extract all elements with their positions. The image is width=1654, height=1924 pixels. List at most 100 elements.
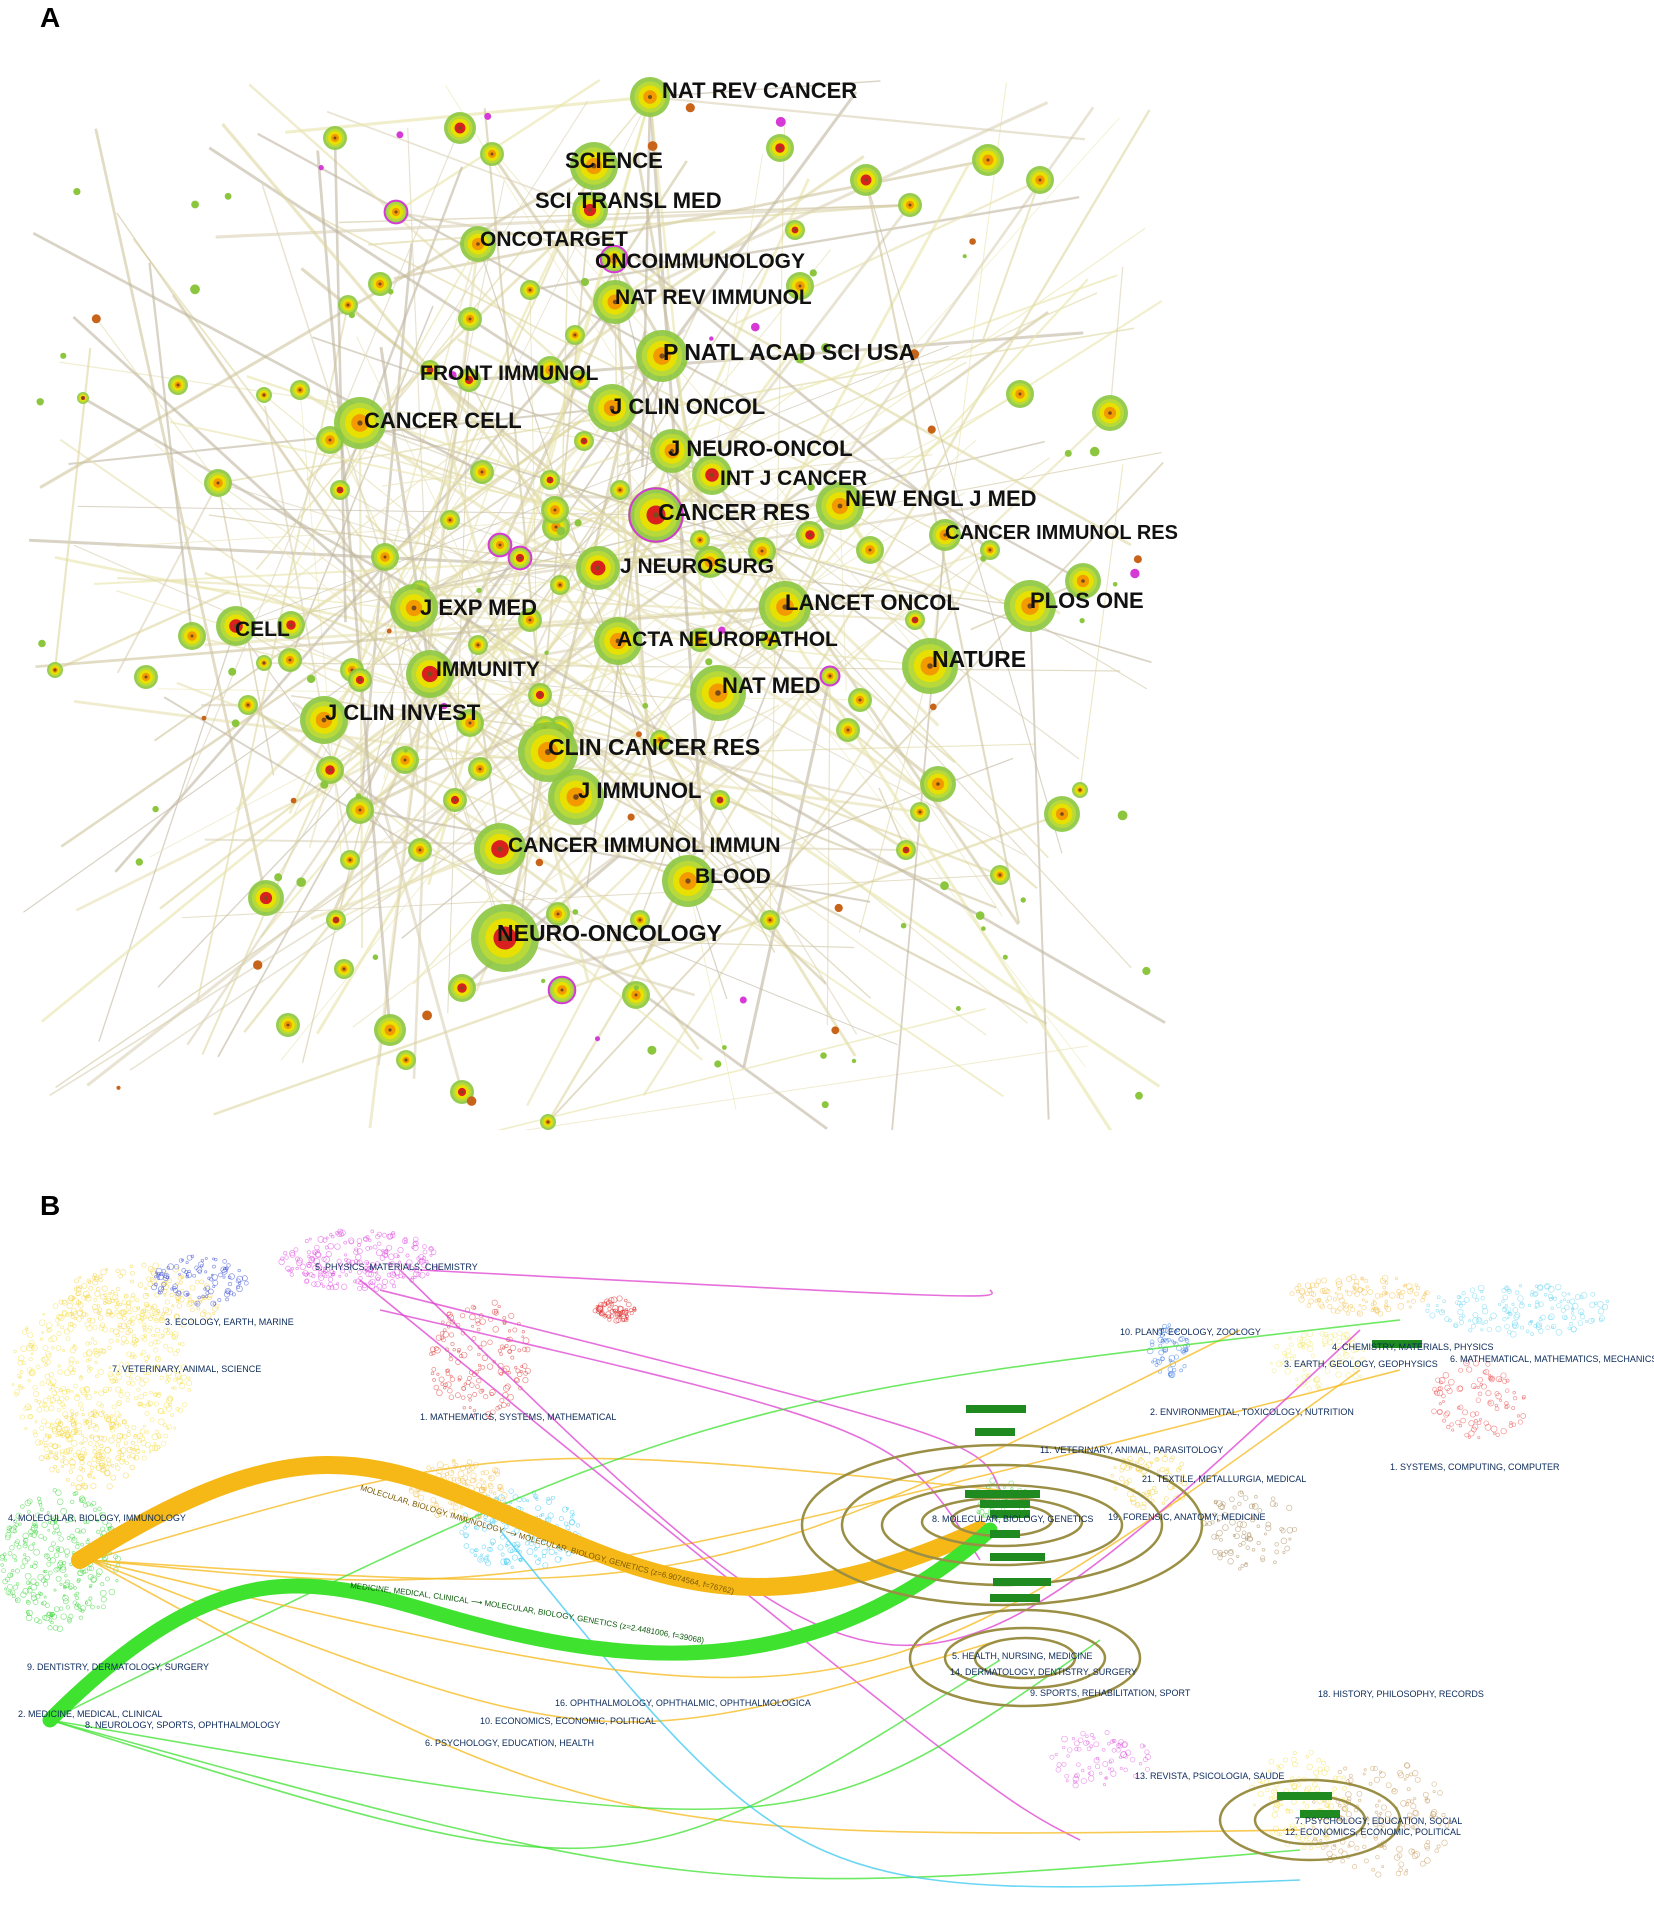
right-cluster-label-21-textile-metallurgia-medical: 21. TEXTILE, METALLURGIA, MEDICAL xyxy=(1142,1474,1306,1484)
minor-journal-node xyxy=(38,639,46,648)
minor-journal-node xyxy=(403,748,408,753)
network-edge xyxy=(368,204,911,246)
journal-node xyxy=(440,510,460,530)
right-cluster-label-8-molecular-biology-genetics: 8. MOLECULAR, BIOLOGY, GENETICS xyxy=(932,1514,1093,1524)
journal-label-neuro-oncology: NEURO-ONCOLOGY xyxy=(497,920,722,946)
citation-link xyxy=(89,1329,1241,1580)
network-edge xyxy=(699,227,1146,541)
citation-link xyxy=(419,1269,993,1297)
journal-node xyxy=(518,608,542,632)
journal-node xyxy=(470,460,494,484)
journal-node xyxy=(374,1014,406,1046)
network-edge xyxy=(310,847,501,921)
journal-node xyxy=(468,757,492,781)
journal-node xyxy=(1026,166,1054,194)
network-edge xyxy=(213,812,1063,1116)
cluster-point-cloud xyxy=(1249,1749,1348,1850)
minor-journal-node xyxy=(290,797,297,804)
minor-journal-node xyxy=(355,793,362,799)
right-cluster-label-12-economics-economic-political: 12. ECONOMICS, ECONOMIC, POLITICAL xyxy=(1285,1827,1461,1837)
right-cluster-label-4-chemistry-materials-physics: 4. CHEMISTRY, MATERIALS, PHYSICS xyxy=(1332,1342,1494,1352)
cluster-point-clouds xyxy=(0,1228,1610,1878)
journal-node xyxy=(334,959,354,979)
network-edge xyxy=(784,278,1089,608)
journal-node-plos-one xyxy=(1004,580,1056,632)
journal-node-front-immunol xyxy=(536,356,564,384)
citation-link xyxy=(379,1309,981,1561)
cluster-point-cloud xyxy=(1200,1490,1298,1571)
network-edge xyxy=(307,211,946,536)
minor-journal-node xyxy=(821,1101,829,1109)
journal-node xyxy=(420,360,440,380)
left-cluster-label-4-molecular-biology-immunology: 4. MOLECULAR, BIOLOGY, IMMUNOLOGY xyxy=(8,1513,186,1523)
journal-node xyxy=(290,380,310,400)
left-cluster-label-1-mathematics-systems-mathematical: 1. MATHEMATICS, SYSTEMS, MATHEMATICAL xyxy=(420,1412,616,1422)
journal-node xyxy=(622,981,650,1009)
journal-node-sci-transl-med xyxy=(572,192,608,228)
journal-node-cell xyxy=(216,606,256,646)
cluster-ellipses xyxy=(800,1340,1422,1862)
network-edge xyxy=(618,489,650,725)
minor-journal-node xyxy=(191,200,200,209)
network-edge xyxy=(670,450,1113,1130)
cluster-ellipse xyxy=(973,1636,1077,1680)
journal-label-new-engl-j-med: NEW ENGL J MED xyxy=(845,486,1037,511)
journal-node-neuro-oncology xyxy=(471,904,539,972)
network-edge xyxy=(891,534,946,1130)
network-edge xyxy=(328,301,617,921)
frequency-bar xyxy=(965,1490,1040,1498)
network-edge xyxy=(611,407,1049,859)
left-cluster-label-16-ophthalmology-ophthalmic-ophthalmologica: 16. OPHTHALMOLOGY, OPHTHALMIC, OPHTHALMO… xyxy=(555,1698,811,1708)
network-edge xyxy=(419,849,898,1046)
network-edge xyxy=(483,108,542,696)
journal-node xyxy=(546,902,570,926)
journal-node xyxy=(487,532,513,558)
minor-journal-node xyxy=(318,165,324,171)
network-edge xyxy=(73,700,921,814)
right-cluster-label-6-mathematical-mathematics-mechanics: 6. MATHEMATICAL, MATHEMATICS, MECHANICS xyxy=(1450,1354,1654,1364)
journal-node xyxy=(541,496,569,524)
right-cluster-label-19-forensic-anatomy-medicine: 19. FORENSIC, ANATOMY, MEDICINE xyxy=(1108,1512,1266,1522)
minor-journal-node xyxy=(1117,810,1128,821)
network-edge xyxy=(513,358,931,667)
minor-journal-node xyxy=(372,954,379,960)
network-edge xyxy=(217,482,987,1036)
citation-link xyxy=(89,1457,1001,1561)
journal-node xyxy=(836,718,860,742)
journal-node-int-j-cancer xyxy=(692,455,732,495)
journal-node xyxy=(448,974,476,1002)
journal-node-j-exp-med xyxy=(390,584,438,632)
journal-label-nat-rev-immunol: NAT REV IMMUNOL xyxy=(615,286,812,309)
journal-node xyxy=(1072,782,1088,798)
network-edge xyxy=(711,454,933,476)
network-edge xyxy=(182,874,1001,919)
frequency-bar xyxy=(990,1530,1020,1538)
medicine-to-genetics-link xyxy=(42,1522,998,1728)
right-cluster-label-5-health-nursing-medicine: 5. HEALTH, NURSING, MEDICINE xyxy=(952,1651,1092,1661)
journal-label-nat-med: NAT MED xyxy=(722,673,821,698)
journal-node xyxy=(396,1050,416,1070)
minor-journal-node xyxy=(627,813,635,821)
cluster-ellipse xyxy=(840,1463,1164,1587)
left-cluster-label-2-medicine-medical-clinical: 2. MEDICINE, MEDICAL, CLINICAL xyxy=(18,1709,163,1719)
network-edge xyxy=(504,733,780,939)
left-cluster-label-10-economics-economic-political: 10. ECONOMICS, ECONOMIC, POLITICAL xyxy=(480,1716,656,1726)
journal-node xyxy=(248,880,284,916)
network-edge xyxy=(346,595,501,850)
journal-node xyxy=(990,865,1010,885)
network-edge xyxy=(129,639,771,1071)
panel-b-letter: B xyxy=(40,1190,61,1221)
minor-journal-node xyxy=(1135,1091,1143,1100)
network-edge xyxy=(649,95,1086,141)
network-edge xyxy=(163,696,421,851)
journal-node xyxy=(980,540,1000,560)
minor-journal-node xyxy=(36,398,44,406)
left-cluster-label-6-psychology-education-health: 6. PSYCHOLOGY, EDUCATION, HEALTH xyxy=(425,1738,594,1748)
minor-journal-node xyxy=(1020,897,1026,903)
journal-node xyxy=(408,838,432,862)
network-edge xyxy=(329,439,915,622)
journal-node xyxy=(204,469,232,497)
journal-node-cancer-cell xyxy=(334,397,386,449)
network-edge xyxy=(687,757,1014,882)
network-edge xyxy=(333,137,347,623)
